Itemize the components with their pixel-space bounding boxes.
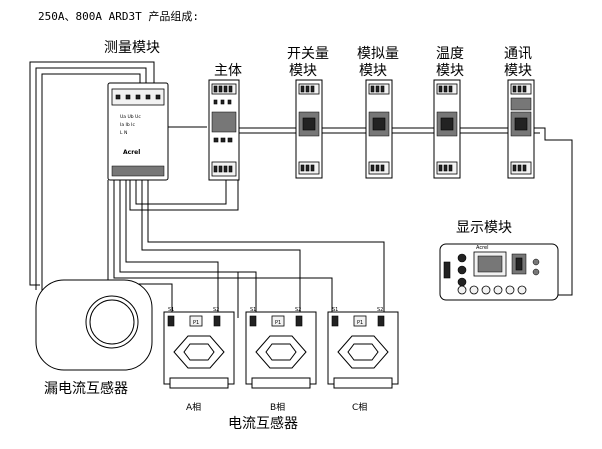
label-current-ct: 电流互感器 <box>228 415 298 432</box>
label-main-unit: 主体 <box>214 63 242 79</box>
current-ct-c: S1 S2 P1 C相 <box>327 307 399 413</box>
phase-c-label: C相 <box>352 401 367 413</box>
ct-a-nameplate: P1 <box>193 320 199 326</box>
label-measure-module: 测量模块 <box>104 40 160 56</box>
temperature-module <box>433 79 461 179</box>
measure-line-3: L N <box>120 130 127 136</box>
current-ct-a: S1 S2 P1 A相 <box>163 307 235 413</box>
measure-brand: Acrel <box>123 149 140 156</box>
ct-c-s2: S2 <box>377 307 383 313</box>
diagram-title: 250A、800A ARD3T 产品组成: <box>38 9 199 23</box>
label-temp-module-1: 温度 <box>436 46 464 62</box>
leakage-ct <box>35 279 153 371</box>
phase-a-label: A相 <box>186 401 201 413</box>
label-switch-module-1: 开关量 <box>287 46 329 62</box>
ct-b-s1: S1 <box>250 307 256 313</box>
ct-c-s1: S1 <box>332 307 338 313</box>
label-switch-module-2: 模块 <box>289 63 317 79</box>
ct-b-nameplate: P1 <box>275 320 281 326</box>
display-brand: Acrel <box>476 245 489 251</box>
ct-c-nameplate: P1 <box>357 320 363 326</box>
switch-module <box>295 79 323 179</box>
communication-module <box>507 79 535 179</box>
display-module: Acrel <box>439 243 559 301</box>
ct-b-s2: S2 <box>295 307 301 313</box>
label-display-module: 显示模块 <box>456 220 512 236</box>
measure-line-1: Ua Ub Uc <box>120 114 141 120</box>
label-comm-module-2: 模块 <box>504 63 532 79</box>
measure-line-2: Ia Ib Ic <box>120 122 135 128</box>
label-analog-module-2: 模块 <box>359 63 387 79</box>
main-unit <box>208 79 240 181</box>
ct-a-s1: S1 <box>168 307 174 313</box>
label-analog-module-1: 模拟量 <box>357 46 399 62</box>
measure-module: Ua Ub Uc Ia Ib Ic L N Acrel <box>107 82 169 181</box>
analog-module <box>365 79 393 179</box>
label-comm-module-1: 通讯 <box>504 46 532 62</box>
label-temp-module-2: 模块 <box>436 63 464 79</box>
current-ct-b: S1 S2 P1 B相 <box>245 307 317 413</box>
phase-b-label: B相 <box>270 401 285 413</box>
label-leakage-ct: 漏电流互感器 <box>44 380 128 397</box>
ct-a-s2: S2 <box>213 307 219 313</box>
wiring <box>29 61 573 318</box>
